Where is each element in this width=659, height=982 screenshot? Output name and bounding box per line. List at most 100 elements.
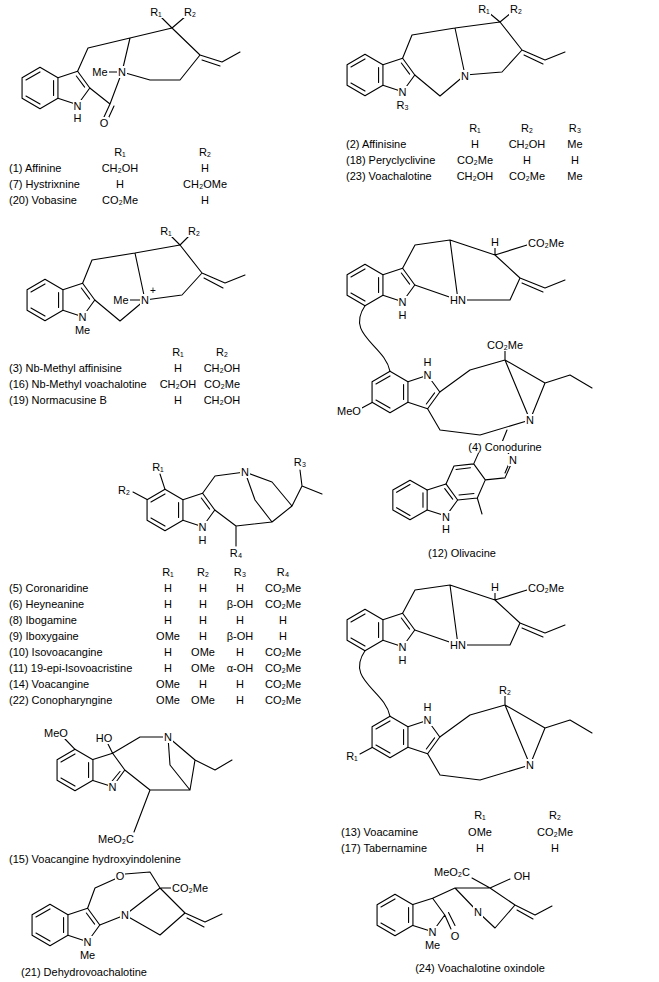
table-cell: CO₂Me [203,378,241,390]
table-cell: OMe [467,826,493,838]
compound-name: (4) Conodurine [467,441,542,453]
table-cell: CO₂Me [264,662,302,674]
table-cell: H [198,598,208,610]
table-cell: β-OH [226,630,255,642]
column-header: R₂ [196,566,210,578]
column-header: R₁ [468,122,482,134]
table-cell: H [570,154,580,166]
atom-label: H [490,236,500,248]
table-cell: H [278,614,288,626]
table-cell: H [235,582,245,594]
column-header: R₃ [233,566,247,578]
atom-label: MeO [336,405,362,417]
atom-label: N [83,936,93,948]
compound-name: (24) Voachalotine oxindole [414,962,546,974]
atom-label: N [398,86,408,98]
atom-label: R₁ [151,461,165,473]
table-cell: H [235,694,245,706]
column-header: R₁ [113,146,127,158]
atom-label: R₃ [293,456,307,468]
atom-label: R₃ [395,99,409,111]
table-cell: α-OH [226,662,255,674]
table-cell: CH₂OMe [182,178,228,190]
table-cell: CH₂OH [159,378,198,390]
atom-label: HO [95,732,114,744]
compound-name: (11) 19-epi-Isovoacristine [8,662,133,674]
oxindole-skeleton [377,878,552,936]
atom-label: N [398,296,408,308]
compound-name: (17) Tabernamine [340,842,428,854]
atom-label: N [73,100,83,112]
atom-label: H [398,654,408,666]
table-cell: CH₂OH [203,362,242,374]
charge-sign: + [149,285,157,297]
column-header: R₂ [215,346,229,358]
table-cell: H [198,630,208,642]
table-cell: H [475,842,485,854]
atom-label: N [441,511,451,523]
atom-label: H [198,534,208,546]
atom-label: N [108,781,118,793]
table-cell: CO₂Me [101,194,139,206]
atom-label: R₁ [149,6,163,18]
compound-name: (7) Hystrixnine [8,178,81,190]
atom-label: MeO₂C [97,833,135,845]
atom-label: MeO [43,727,69,739]
atom-label: N [240,466,250,478]
atom-label: H [490,581,500,593]
column-header: R₁ [161,566,175,578]
atom-label: R₁ [159,225,173,237]
atom-label: CO₂Me [486,339,524,351]
table-cell: H [470,138,480,150]
conodurine-skeleton [347,240,592,435]
hydroxyindolenine-skeleton [57,737,232,832]
atom-label: N [140,294,150,306]
atom-label: N [117,66,127,78]
table-cell: CH₂OH [508,138,547,150]
atom-label: H [423,701,433,713]
atom-label: N [423,714,433,726]
table-cell: OMe [190,646,216,658]
table-cell: H [198,614,208,626]
atom-label: R₁ [477,3,491,15]
table-cell: H [235,678,245,690]
atom-label: CO₂Me [171,882,209,894]
table-cell: OMe [190,694,216,706]
table-cell: Me [566,170,583,182]
atom-label: N [120,909,130,921]
table-cell: CH₂OH [203,394,242,406]
table-cell: H [173,362,183,374]
atom-label: N [460,70,470,82]
table-cell: CO₂Me [508,170,546,182]
voacamine-skeleton [347,585,592,780]
compound-name: (12) Olivacine [427,547,497,559]
table-cell: OMe [190,662,216,674]
atom-label: CO₂Me [527,237,565,249]
atom-label: R₂ [187,225,201,237]
table-cell: H [163,662,173,674]
compound-name: (2) Affinisine [345,138,407,150]
table-cell: CO₂Me [456,154,494,166]
table-cell: H [522,154,532,166]
column-header: R₂ [198,146,212,158]
table-cell: H [173,394,183,406]
table-cell: H [115,178,125,190]
table-cell: H [163,646,173,658]
atom-label: N [423,369,433,381]
atom-label: O [450,930,461,942]
column-header: R₁ [171,346,185,358]
table-cell: H [198,582,208,594]
table-cell: H [235,646,245,658]
atom-label: N [473,906,483,918]
table-cell: CO₂Me [264,678,302,690]
compound-name: (15) Voacangine hydroxyindolenine [8,853,182,865]
atom-label: Me [424,939,441,951]
table-cell: CO₂Me [264,582,302,594]
affinisine-skeleton [347,12,565,96]
atom-label: R₂ [117,484,131,496]
compound-name: (23) Voachalotine [345,170,433,182]
table-cell: Me [566,138,583,150]
atom-label: H [423,356,433,368]
compound-name: (18) Peryclyclivine [345,154,436,166]
table-cell: OMe [155,694,181,706]
